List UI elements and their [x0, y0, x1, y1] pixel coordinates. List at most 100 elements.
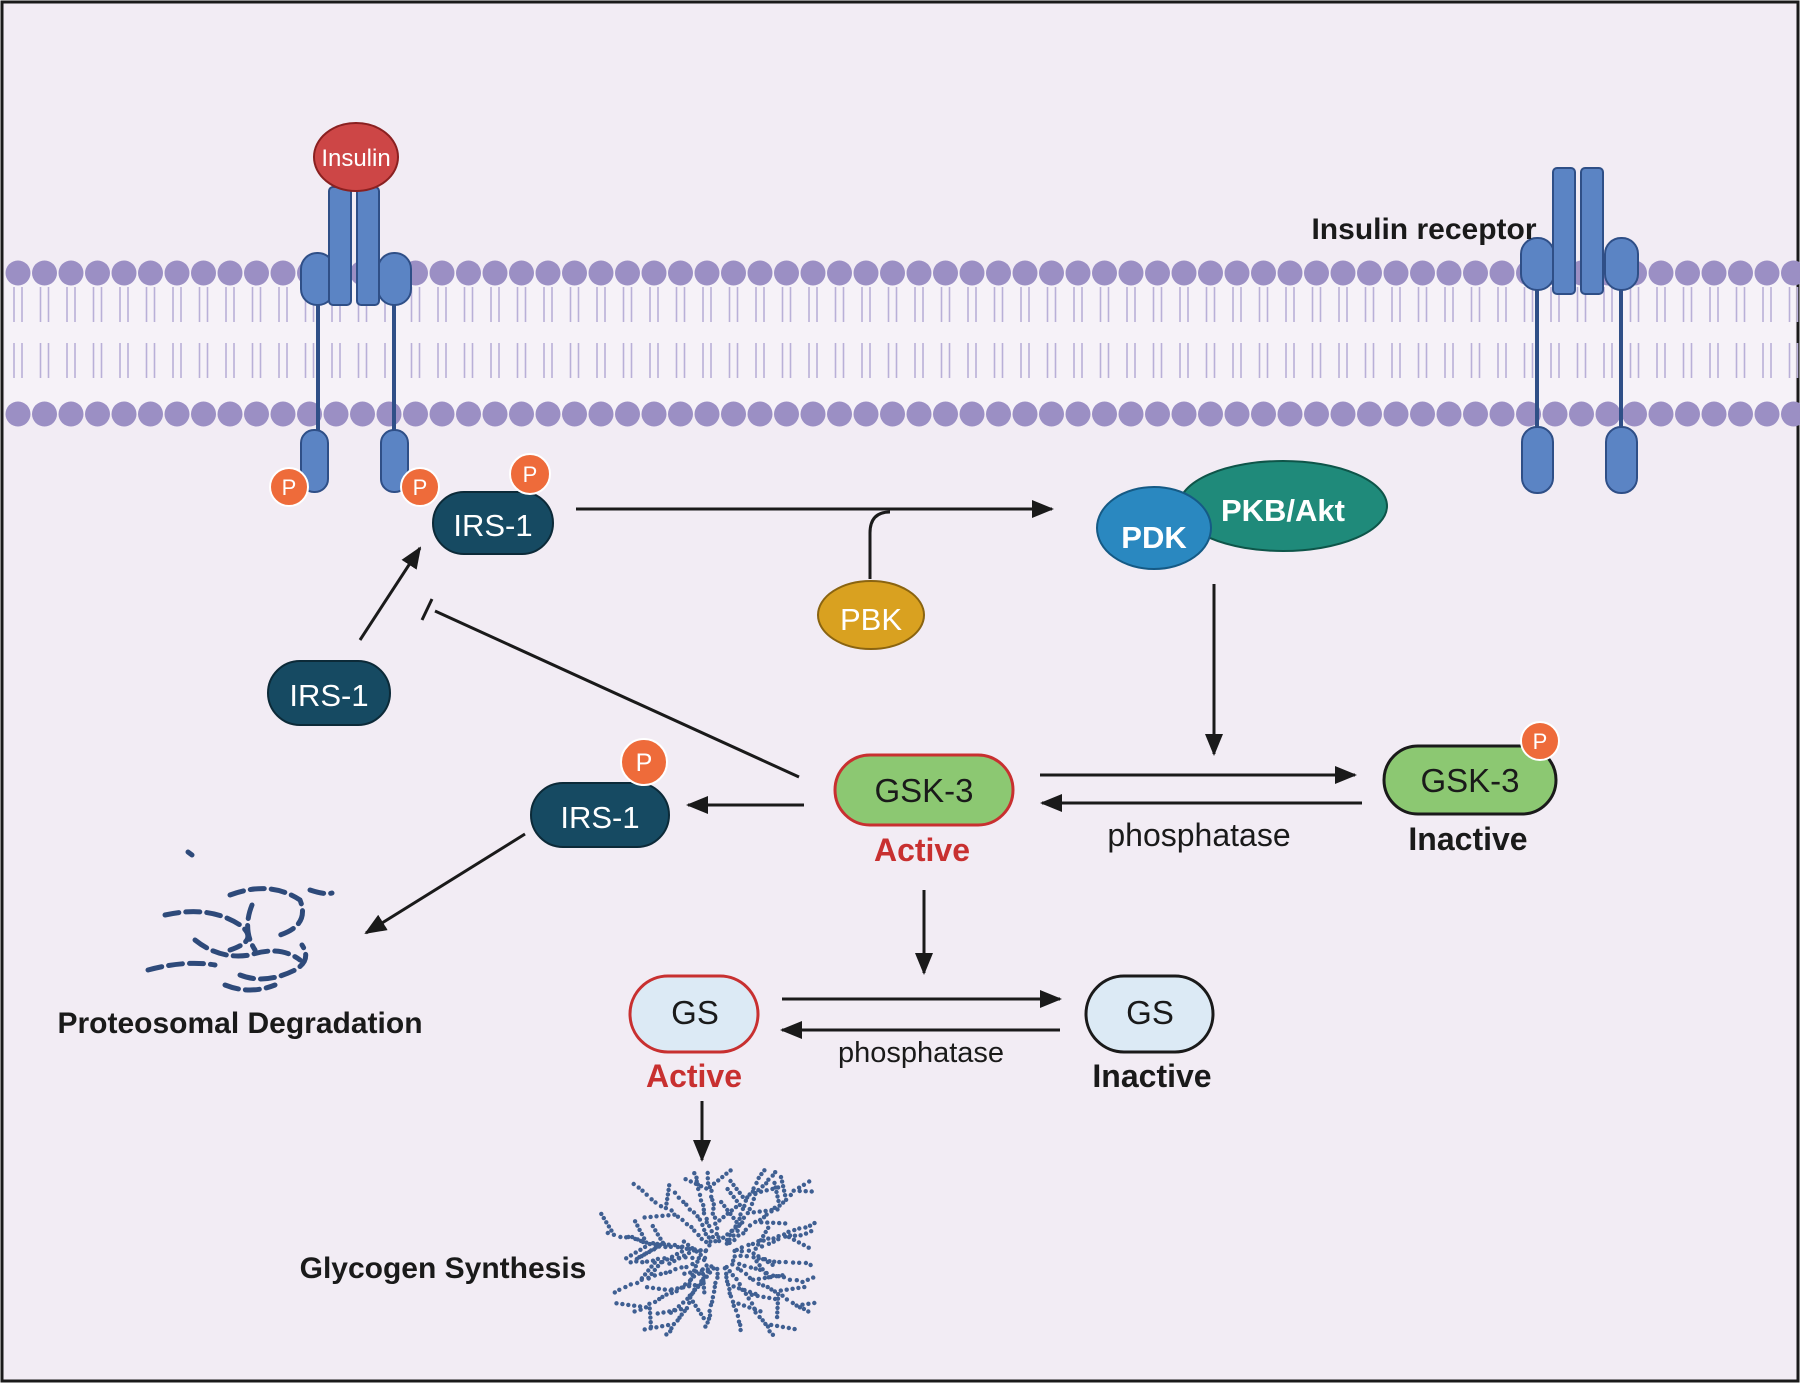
membrane-lipid-head [350, 401, 375, 427]
phospho-gsk3-inactive: P [1520, 721, 1560, 761]
membrane-lipid-head [244, 260, 269, 286]
membrane-lipid-head [933, 260, 958, 286]
membrane-lipid-head [164, 401, 190, 427]
membrane-lipid-head [323, 401, 349, 427]
membrane-lipid-head [1251, 260, 1276, 286]
membrane-lipid-head [562, 401, 587, 427]
gsk3-active-node: GSK-3 [833, 753, 1015, 827]
membrane-lipid-head [562, 260, 587, 286]
arrows [358, 500, 1362, 1162]
phosphatase-gsk3-label: phosphatase [1107, 817, 1290, 853]
irs1-membrane-node: IRS-1 [432, 491, 554, 555]
membrane-lipid-head [747, 260, 773, 286]
membrane-lipid-head [535, 260, 561, 286]
irs1-membrane-label: IRS-1 [453, 508, 532, 543]
gsk3-inactive-state: Inactive [1408, 821, 1527, 857]
membrane-lipid-head [1198, 401, 1223, 427]
membrane-lipid-head [1569, 401, 1594, 427]
membrane-lipid-head [1463, 260, 1488, 286]
insulin-receptor-unbound [1520, 167, 1639, 494]
membrane-lipid-head [482, 401, 508, 427]
svg-text:P: P [413, 475, 428, 500]
membrane-lipid-head [1171, 401, 1197, 427]
degradation-fragments-icon [145, 849, 335, 993]
gs-inactive-label: GS [1126, 994, 1174, 1031]
membrane-lipid-head [509, 401, 534, 427]
membrane-lipid-head [1648, 401, 1674, 427]
membrane-lipid-head [1039, 401, 1064, 427]
irs1-phospho-label: IRS-1 [560, 800, 639, 835]
membrane-lipid-head [456, 260, 481, 286]
membrane-lipid-head [906, 260, 932, 286]
membrane-lipid-head [403, 401, 428, 427]
membrane-lipid-head [986, 401, 1011, 427]
membrane-lipid-head [1145, 401, 1170, 427]
membrane-lipid-head [1489, 401, 1515, 427]
membrane-lipid-head [32, 401, 57, 427]
membrane-lipid-head [1595, 401, 1621, 427]
membrane-lipid-head [959, 401, 985, 427]
membrane-lipid-head [1701, 260, 1727, 286]
membrane-lipid-head [827, 401, 852, 427]
membrane-lipid-head [1701, 401, 1727, 427]
membrane-lipid-head [774, 260, 799, 286]
membrane-lipid-head [800, 260, 826, 286]
membrane-lipid-head [588, 260, 614, 286]
pkb-akt-label: PKB/Akt [1221, 493, 1345, 528]
membrane-lipid-head [1728, 401, 1753, 427]
membrane-lipid-head [1357, 260, 1382, 286]
membrane-lipid-head [1065, 401, 1091, 427]
gsk3-active-state: Active [874, 832, 970, 868]
membrane-lipid-head [1754, 260, 1780, 286]
membrane-lipid-head [297, 401, 322, 427]
membrane-lipid-head [906, 401, 932, 427]
membrane-lipid-head [1304, 260, 1329, 286]
membrane-lipid-head [641, 260, 667, 286]
membrane-lipid-head [853, 401, 879, 427]
membrane-lipid-head [694, 401, 720, 427]
membrane-lipid-head [164, 260, 190, 286]
phosphatase-gs-label: phosphatase [838, 1037, 1004, 1069]
phospho-irs1-degradation: P [620, 738, 668, 786]
arrow-irs1-degradation [364, 832, 526, 935]
membrane-lipid-head [1357, 401, 1382, 427]
membrane-lipid-head [111, 401, 137, 427]
membrane-lipid-head [270, 260, 296, 286]
gs-active-state: Active [646, 1058, 742, 1094]
gs-active-node: GS [628, 974, 760, 1054]
irs1-phospho-node: IRS-1 [530, 782, 670, 848]
membrane-lipid-head [5, 260, 31, 286]
membrane-lipid-head [1330, 401, 1356, 427]
membrane-lipid-head [376, 401, 402, 427]
membrane-lipid-head [1728, 260, 1753, 286]
membrane-lipid-head [58, 260, 84, 286]
membrane-lipid-head [1754, 401, 1780, 427]
pdk-label: PDK [1121, 520, 1187, 555]
inhibition-bar [420, 598, 434, 621]
membrane-lipid-head [1648, 260, 1674, 286]
membrane-lipid-head [1224, 401, 1250, 427]
membrane-lipid-head [1198, 260, 1223, 286]
membrane-lipid-head [535, 401, 561, 427]
membrane-lipid-head [1330, 260, 1356, 286]
svg-text:P: P [636, 749, 653, 777]
pbk-label: PBK [840, 602, 902, 637]
membrane-lipid-head [1065, 260, 1091, 286]
membrane-lipid-head [641, 401, 667, 427]
phospho-receptor-left: P [269, 467, 309, 507]
membrane-lipid-head [138, 401, 163, 427]
gs-inactive-node: GS [1084, 974, 1215, 1054]
membrane-lipid-head [191, 401, 216, 427]
membrane-lipid-head [429, 401, 455, 427]
membrane-lipid-head [1675, 260, 1700, 286]
gs-active-label: GS [671, 994, 719, 1031]
membrane-lipid-head [1039, 260, 1064, 286]
membrane-lipid-head [191, 260, 216, 286]
membrane-lipid-head [1436, 260, 1462, 286]
membrane-lipid-head [1277, 401, 1303, 427]
membrane-lipid-head [509, 260, 534, 286]
membrane-lipid-head [1224, 260, 1250, 286]
membrane-lipid-head [986, 260, 1011, 286]
